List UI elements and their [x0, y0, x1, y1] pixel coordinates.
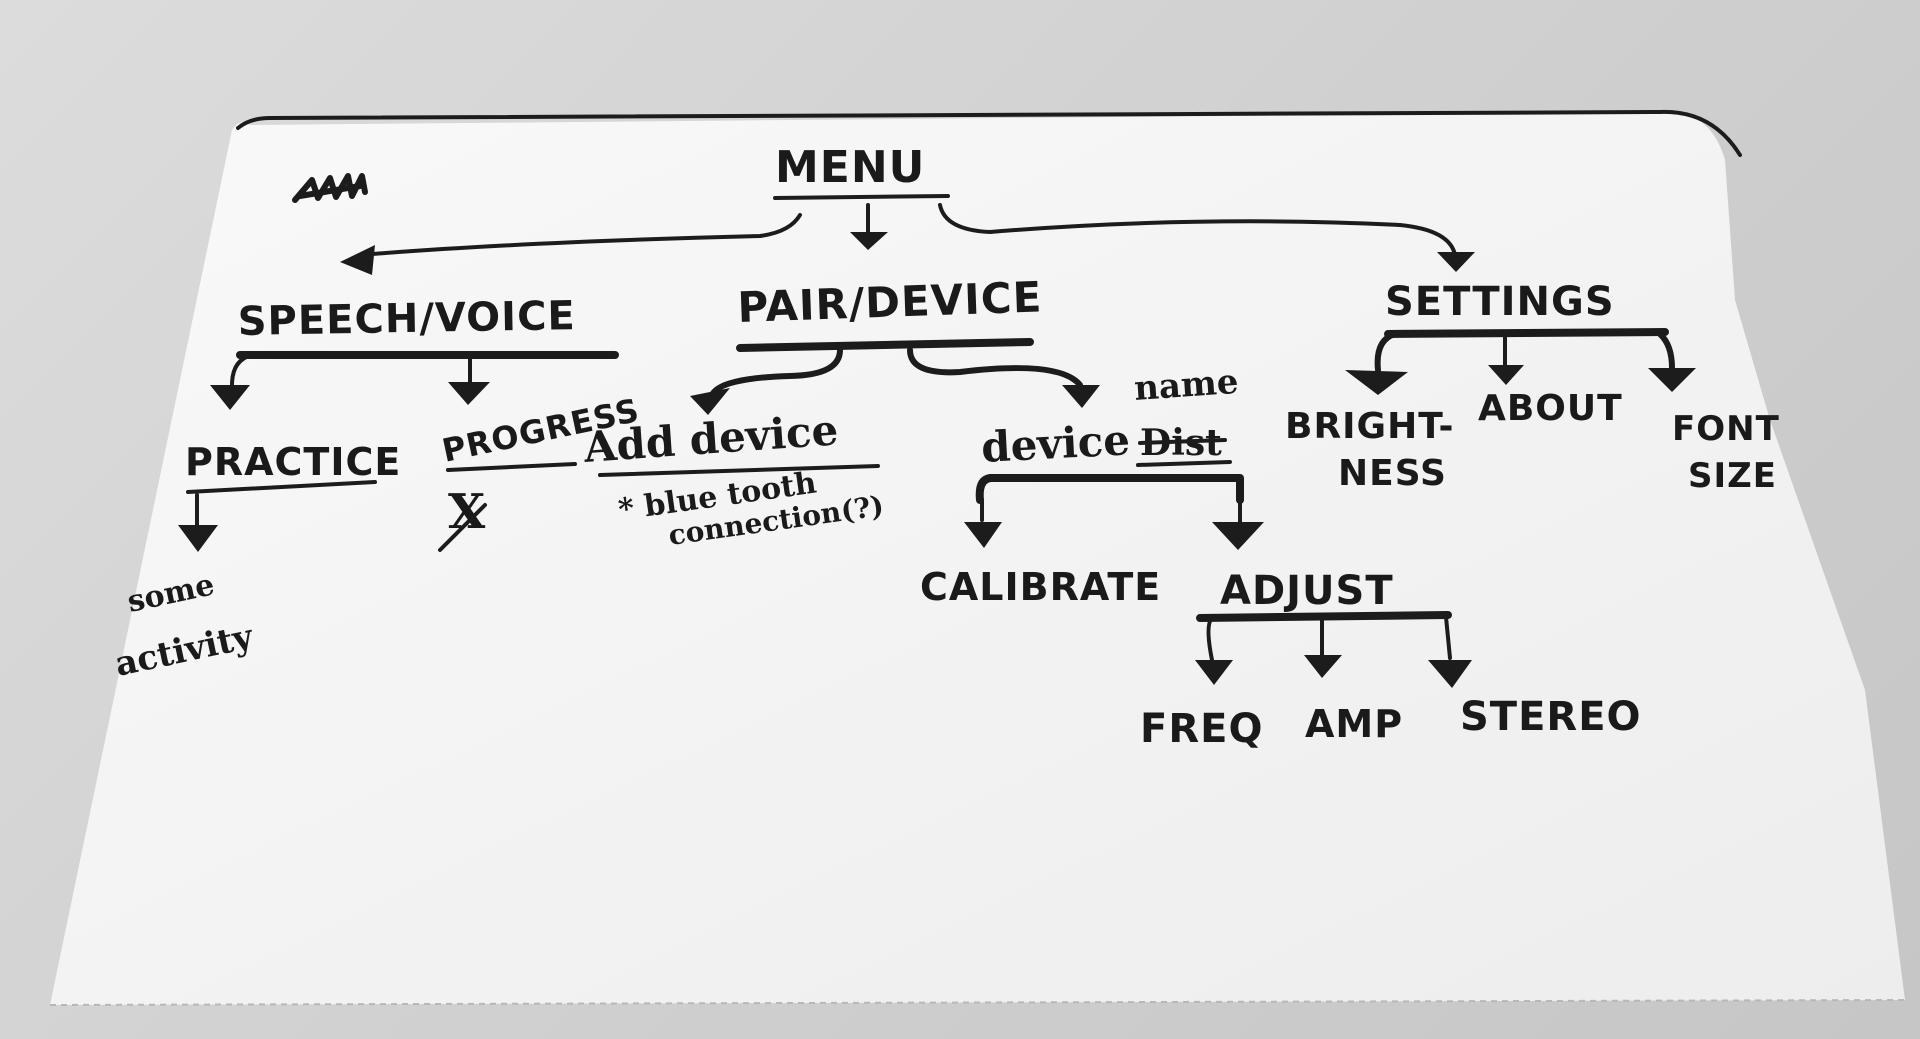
pair-to-device-name-arrowhead [1062, 385, 1100, 408]
device-to-calibrate-arrowhead [964, 522, 1002, 548]
pair-to-add-device-arrowhead [690, 388, 730, 415]
settings-to-about-arrowhead [1488, 365, 1524, 385]
adjust-to-amp-arrowhead [1304, 655, 1342, 678]
menu-to-settings-arrowhead [1437, 252, 1475, 272]
speech-to-practice-arrowhead [210, 385, 250, 410]
adjust-to-freq-arrowhead [1195, 660, 1233, 685]
pair-device-label: PAIR/DEVICE [737, 272, 1043, 332]
pair-device-underline [736, 338, 1034, 352]
device-name-above: name [1133, 362, 1240, 409]
stereo-label: STEREO [1460, 694, 1642, 740]
adjust-label: ADJUST [1220, 568, 1394, 614]
paper-bottom-perforation [49, 999, 1906, 1006]
about-label: ABOUT [1478, 388, 1623, 429]
add-device-underline [598, 464, 880, 477]
menu-to-speech-arrowhead [340, 245, 375, 275]
paper-top-edge [236, 109, 1742, 157]
brightness-label-line-2: NESS [1338, 453, 1447, 494]
device-label: device [980, 415, 1131, 472]
font-size-label-line-2: SIZE [1688, 456, 1777, 496]
settings-to-brightness-arrowhead [1345, 370, 1408, 395]
menu-title: MENU [775, 142, 925, 193]
speech-to-progress-arrowhead [448, 382, 490, 405]
settings-to-brightness-connector [1374, 331, 1398, 373]
device-to-adjust-arrowhead [1212, 522, 1264, 550]
paper-sheet [50, 111, 1905, 1005]
settings-to-font-size-arrowhead [1648, 368, 1696, 392]
practice-label: PRACTICE [185, 440, 401, 484]
menu-to-pair-arrowhead [850, 232, 888, 250]
settings-to-font-size-connector [1657, 331, 1675, 371]
settings-underline [1384, 328, 1669, 338]
adjust-to-freq-connector [1206, 616, 1214, 662]
speech-to-practice-connector [230, 353, 254, 387]
adjust-to-stereo-arrowhead [1428, 660, 1472, 688]
device-branch-bar [975, 474, 1244, 504]
amp-label: AMP [1305, 702, 1403, 746]
progress-x-stroke [438, 503, 487, 552]
scribble-mark [292, 173, 368, 203]
menu-to-settings-connector [938, 203, 1457, 257]
settings-label: SETTINGS [1385, 279, 1615, 325]
adjust-to-stereo-connector [1444, 615, 1452, 660]
struck-word-line [1138, 438, 1227, 445]
menu-to-speech-connector [358, 213, 802, 257]
pair-to-add-device-connector [709, 347, 843, 398]
speech-voice-label: SPEECH/VOICE [237, 293, 576, 345]
menu-underline [773, 194, 950, 200]
brightness-label-line-1: BRIGHT- [1285, 406, 1454, 447]
device-underline [1136, 460, 1232, 467]
adjust-underline [1196, 611, 1452, 622]
font-size-label-line-1: FONT [1672, 409, 1780, 449]
progress-underline [446, 462, 577, 472]
practice-underline [186, 480, 377, 494]
practice-to-activity-arrowhead [178, 525, 218, 552]
pair-to-device-name-connector [907, 347, 1083, 388]
freq-label: FREQ [1140, 706, 1263, 752]
calibrate-label: CALIBRATE [920, 565, 1161, 609]
